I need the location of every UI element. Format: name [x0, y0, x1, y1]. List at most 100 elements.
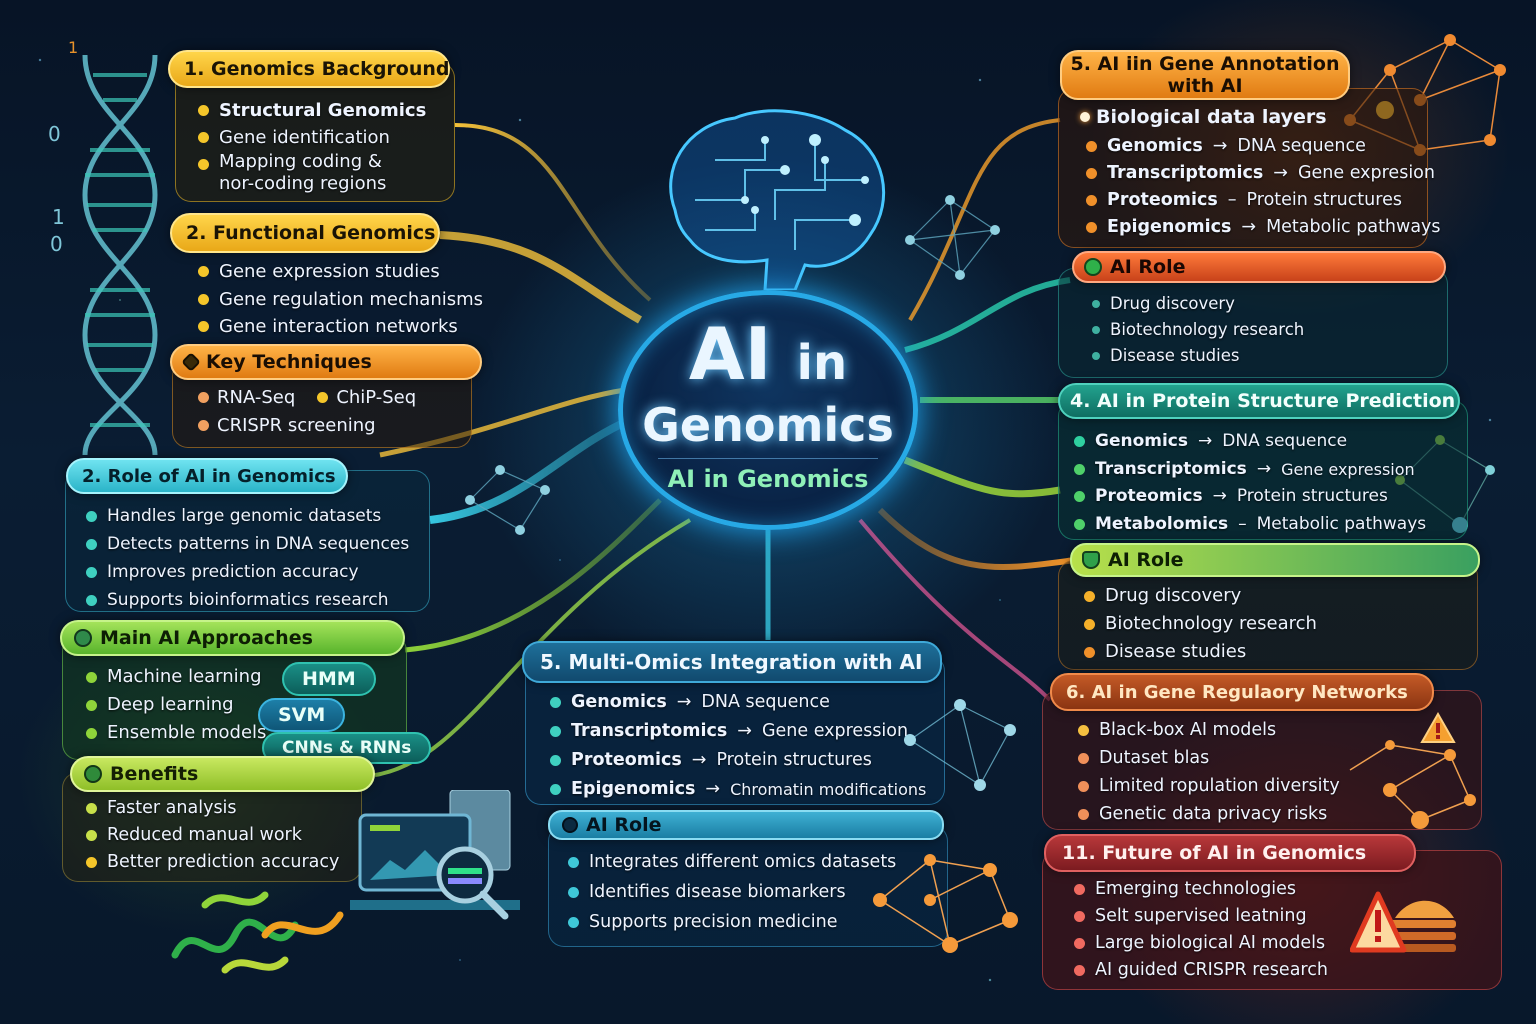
hub-title-in: in — [796, 335, 848, 391]
list-item: Faster analysis — [86, 795, 339, 822]
gene-regulatory-card — [1042, 690, 1482, 830]
list-item: Gene expression studies — [198, 258, 483, 286]
main-ai-approaches-list: Machine learning Deep learning Ensemble … — [86, 663, 266, 747]
bullet-icon — [1074, 938, 1085, 949]
bullet-icon — [550, 726, 561, 737]
list-item: Ensemble models — [86, 719, 266, 747]
binary-digit: 0 — [50, 232, 63, 256]
list-item: Disease studies — [1084, 638, 1317, 666]
list-item: Supports precision medicine — [568, 907, 896, 937]
list-item: ChiP-Seq — [317, 387, 416, 408]
list-item: Transcriptomics→Gene expression — [550, 717, 926, 746]
network-graph-illustration — [904, 699, 1016, 791]
list-item: Machine learning — [86, 663, 266, 691]
benefits-heading: Benefits — [70, 756, 375, 792]
bullet-icon — [86, 699, 97, 711]
bullet-icon — [568, 856, 579, 868]
dna-helix-illustration — [82, 55, 158, 455]
role-of-ai-list: Handles large genomic datasets Detects p… — [86, 502, 409, 614]
ai-role-center-card — [548, 825, 948, 947]
circle-icon — [84, 765, 102, 783]
list-item: Selt supervised leatning — [1074, 903, 1328, 930]
list-item: CRISPR screening — [198, 415, 376, 436]
gene-annotation-card — [1058, 88, 1428, 248]
binary-digit: 0 — [48, 122, 61, 146]
bullet-icon — [1078, 752, 1089, 764]
list-item: Biotechnology research — [1084, 610, 1317, 638]
network-graph-illustration — [465, 465, 550, 535]
key-techniques-title: Key Techniques — [206, 351, 372, 373]
list-item: Metabolomics–Metabolic pathways — [1074, 511, 1426, 539]
list-item: Disease studies — [1092, 343, 1304, 369]
list-item: Proteomics→Protein structures — [550, 746, 926, 775]
ai-role-center-list: Integrates different omics datasets Iden… — [568, 847, 896, 937]
protein-structure-heading: 4. AI in Protein Structure Prediction — [1058, 383, 1460, 419]
bullet-icon — [1078, 808, 1089, 820]
list-item: Genomics→DNA sequence — [1074, 428, 1426, 456]
list-item: AI guided CRISPR research — [1074, 957, 1328, 984]
circle-icon — [1084, 258, 1102, 276]
bullet-icon — [86, 538, 97, 550]
hub-title-line1: AI in — [623, 317, 913, 400]
bullet-icon — [198, 132, 209, 143]
benefits-list: Faster analysis Reduced manual work Bett… — [86, 795, 339, 876]
warning-icon — [1420, 712, 1456, 743]
gene-annotation-heading: 5. AI iin Gene Annotation with AI — [1060, 50, 1350, 100]
list-item: Deep learning — [86, 691, 266, 719]
bullet-icon — [86, 803, 97, 814]
gene-regulatory-list: Black-box AI models Dutaset blas Limited… — [1078, 716, 1340, 828]
tag-svm: SVM — [258, 698, 346, 732]
bullet-icon — [86, 594, 97, 606]
list-item: Proteomics–Protein structures — [1086, 187, 1441, 214]
list-item: Epigenomics→Metabolic pathways — [1086, 214, 1441, 241]
bullet-icon — [317, 392, 329, 403]
list-item: Transcriptomics→Gene expresion — [1086, 160, 1441, 187]
main-ai-approaches-title: Main AI Approaches — [100, 627, 313, 649]
bullet-icon — [1078, 724, 1089, 736]
ai-role-1-title: AI Role — [1110, 256, 1186, 278]
binary-digit: 1 — [68, 38, 79, 57]
list-item: Genetic data privacy risks — [1078, 800, 1340, 828]
list-item: Transcriptomics→Gene expression — [1074, 456, 1426, 484]
bullet-icon — [86, 857, 97, 868]
bullet-icon — [1086, 222, 1097, 233]
bullet-icon — [550, 784, 561, 795]
list-item: Structural Genomics — [198, 97, 426, 124]
gene-annotation-title-line1: 5. AI iin Gene Annotation — [1070, 53, 1340, 75]
gene-annotation-title-line2: with AI — [1167, 75, 1243, 97]
genomics-background-list: Structural Genomics Gene identification … — [198, 97, 426, 195]
computer-analysis-illustration — [350, 790, 520, 920]
role-of-ai-heading: 2. Role of AI in Genomics — [66, 458, 348, 494]
gene-regulatory-heading: 6. AI in Gene Regulaory Networks — [1050, 673, 1434, 711]
list-item: Drug discovery — [1084, 582, 1317, 610]
ai-role-center-heading: AI Role — [548, 810, 944, 840]
gene-annotation-list: Genomics→DNA sequence Transcriptomics→Ge… — [1086, 133, 1441, 241]
list-item: Genomics→DNA sequence — [550, 688, 926, 717]
bullet-icon — [1074, 463, 1085, 475]
protein-folding-illustration — [171, 891, 344, 974]
bullet-icon — [550, 697, 561, 708]
bullet-icon — [1086, 168, 1097, 179]
bullet-icon — [198, 105, 209, 116]
bullet-icon — [1074, 491, 1085, 503]
list-item: Large biological AI models — [1074, 930, 1328, 957]
bullet-icon — [198, 159, 209, 170]
bullet-icon — [86, 671, 97, 683]
list-item: Genomics→DNA sequence — [1086, 133, 1441, 160]
binary-digit: 1 — [52, 205, 65, 229]
bullet-icon — [1080, 112, 1090, 122]
network-graph-illustration — [873, 854, 1018, 953]
ai-role-1-list: Drug discovery Biotechnology research Di… — [1092, 291, 1304, 369]
bullet-icon — [86, 510, 97, 522]
list-item: Better prediction accuracy — [86, 849, 339, 876]
bullet-icon — [568, 886, 579, 898]
bullet-icon — [550, 755, 561, 766]
bullet-icon — [198, 420, 209, 431]
bullet-icon — [1086, 195, 1097, 206]
ai-role-2-list: Drug discovery Biotechnology research Di… — [1084, 582, 1317, 666]
protein-structure-title: 4. AI in Protein Structure Prediction — [1070, 390, 1456, 412]
tag-hmm: HMM — [282, 662, 376, 696]
future-list: Emerging technologies Selt supervised le… — [1074, 876, 1328, 984]
list-item: Dutaset blas — [1078, 744, 1340, 772]
list-item: Supports bioinformatics research — [86, 586, 409, 614]
